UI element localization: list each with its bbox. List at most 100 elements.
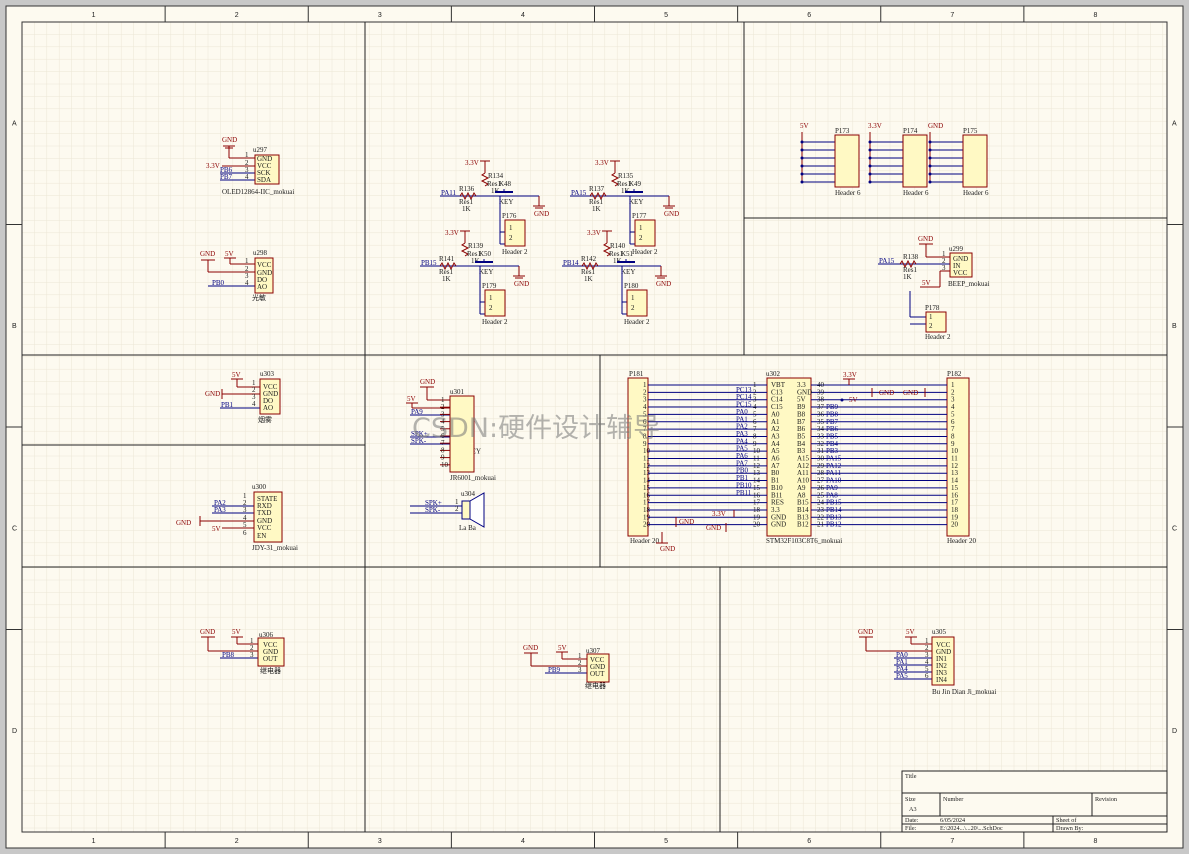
oled-num-2: 2 xyxy=(245,159,249,167)
relay2-module[interactable]: GND 5V PB9 u307 VCC GND OUT 1 2 3 继电器 xyxy=(523,644,610,690)
header6-block[interactable]: GND123456P175Header 6 xyxy=(928,122,989,197)
mcu-left-pin-number: 1 xyxy=(753,381,757,389)
mcu-left-net: PA6 xyxy=(736,452,748,460)
key-switch-ref: K48 xyxy=(499,180,512,188)
oled-vcc-label: 3.3V xyxy=(206,162,220,170)
section-dividers xyxy=(22,22,1167,832)
voice-vcc-label: 5V xyxy=(407,395,416,403)
mcu-left-pin-label: A5 xyxy=(771,447,780,455)
bt-pin-2: RXD xyxy=(257,502,272,510)
beep-num-3: 3 xyxy=(942,264,946,272)
oled-num-1: 1 xyxy=(245,151,249,159)
light-num-1: 1 xyxy=(245,257,249,265)
mcu-right-net: PA9 xyxy=(826,484,838,492)
mcu-right-pin-number: 31 xyxy=(817,447,825,455)
speaker-name: La Ba xyxy=(459,524,477,532)
light-sensor-module[interactable]: GND 5V PB0 u298 VCC GND DO AO 1 2 3 4 光敏 xyxy=(200,249,274,302)
key-gnd-label: GND xyxy=(664,210,679,218)
p182-pin-number: 1 xyxy=(951,381,955,389)
speaker[interactable]: SPK+ SPK- u304 La Ba 1 2 xyxy=(410,490,485,532)
mcu-left-pin-label: C15 xyxy=(771,403,783,411)
watermark: CSDN:硬件设计辅导 xyxy=(412,413,660,444)
smoke-gnd-label: GND xyxy=(205,390,220,398)
p182-pin-number: 13 xyxy=(951,469,959,477)
stepper-body xyxy=(931,636,955,686)
mcu-left-pin-label: A3 xyxy=(771,432,780,440)
mcu-left-pin-label: A6 xyxy=(771,455,780,463)
voice-pin-number: 3 xyxy=(441,410,445,418)
mcu-right-pin-number: 28 xyxy=(817,469,825,477)
oled-pin-4: SDA xyxy=(257,176,271,184)
smoke-ref: u303 xyxy=(260,370,275,378)
mcu-right-pin-number: 27 xyxy=(817,477,825,485)
key-header-ref: P179 xyxy=(482,282,497,290)
key-circuit[interactable]: 3.3VR139Res1K501KPB15R141Res11KKEYGNDP17… xyxy=(420,229,529,326)
mcu-right-net: PB15 xyxy=(826,499,842,507)
smoke-sensor-module[interactable]: 5V GND PB1 u303 VCC GND DO AO 1 2 3 4 烟雾 xyxy=(205,370,281,424)
mcu-right-pin-label: B4 xyxy=(797,440,806,448)
beep-num-1: 1 xyxy=(942,250,946,258)
row-marker-right: C xyxy=(1172,525,1177,532)
mcu-right-net: PB5 xyxy=(826,432,839,440)
oled-module[interactable]: GND 3.3V PB6 PB7 u297 GND VCC SCK SDA 1 … xyxy=(206,136,294,196)
mcu-gnd-left-label: GND xyxy=(706,524,721,532)
mcu-right-pin-label: B12 xyxy=(797,521,809,529)
key-header-name: Header 2 xyxy=(624,318,650,326)
mcu-left-pin-label: A4 xyxy=(771,440,780,448)
voice-net-spkn: SPK- xyxy=(411,437,427,445)
key-circuit[interactable]: 3.3VR135Res1K491KPA15R137Res11KKEYGNDP17… xyxy=(570,159,679,256)
key-header-pin-2: 2 xyxy=(631,304,635,312)
key-net: PA15 xyxy=(571,189,587,197)
voice-module[interactable]: GND 5V PA9 SPK+ SPK- 1GND2VCC3RX4TX5BUSY… xyxy=(406,378,496,482)
key-switch-label: KEY xyxy=(499,198,513,206)
mcu-right-pin-label: A8 xyxy=(797,491,806,499)
p182-pin-number: 8 xyxy=(951,432,955,440)
relay2-num-3: 3 xyxy=(578,666,582,674)
stepper-module[interactable]: GND 5V PA0 PA1 PA4 PA5 u305 VCC GND IN1 … xyxy=(858,628,996,696)
key-switch-label: KEY xyxy=(479,268,493,276)
key-switch-label: KEY xyxy=(629,198,643,206)
key-pullup-ref: R134 xyxy=(488,172,504,180)
p181-pin-number: 16 xyxy=(643,491,651,499)
p181-gnd-label: GND xyxy=(679,518,694,526)
mcu-right-net: PB13 xyxy=(826,513,842,521)
smoke-num-4: 4 xyxy=(252,400,256,408)
speaker-pin-2: 2 xyxy=(455,505,459,513)
mcu-3v3-left-label: 3.3V xyxy=(712,510,726,518)
key-gnd-label: GND xyxy=(514,280,529,288)
key-series-value: 1K xyxy=(584,275,593,283)
col-marker-top: 7 xyxy=(950,12,954,19)
p182-pin-number: 18 xyxy=(951,506,959,514)
p182-pin-number: 6 xyxy=(951,418,955,426)
mcu-left-pin-number: 4 xyxy=(753,403,757,411)
stepper-pin-4: IN2 xyxy=(936,662,947,670)
voice-net-rx: PA9 xyxy=(411,408,423,416)
p181-pin-number: 20 xyxy=(643,521,651,529)
mcu-left-pin-number: 8 xyxy=(753,432,757,440)
mcu-right-pin-number: 26 xyxy=(817,484,825,492)
key-circuit[interactable]: 3.3VR134Res1K481KPA11R136Res11KKEYGNDP17… xyxy=(440,159,549,256)
speaker-coil xyxy=(461,500,471,520)
bluetooth-module[interactable]: PA2 PA3 GND 5V STATE RXD TXD GND VCC EN … xyxy=(176,483,298,552)
beep-module[interactable]: GND PA15 R138 Res1 1K 5V u299 GND IN VCC… xyxy=(878,235,990,341)
mcu-right-pin-number: 25 xyxy=(817,491,825,499)
relay1-module[interactable]: GND 5V PB8 u306 VCC GND OUT 1 2 3 继电器 xyxy=(200,628,285,675)
p181-body xyxy=(627,377,649,537)
mcu-left-net: PA4 xyxy=(736,437,748,445)
header6-power-label: 5V xyxy=(800,122,809,130)
mcu-left-pin-number: 13 xyxy=(753,469,761,477)
row-marker-left: D xyxy=(12,728,17,735)
header6-block[interactable]: 3.3V123456P174Header 6 xyxy=(868,122,929,197)
bt-vcc-label: 5V xyxy=(212,525,221,533)
tb-date-label: Date: xyxy=(905,817,919,824)
oled-net-scl: PB6 xyxy=(220,166,233,174)
header6-block[interactable]: 5V123456P173Header 6 xyxy=(800,122,861,197)
mcu-left-pin-label: B0 xyxy=(771,469,780,477)
stepper-num-6: 6 xyxy=(925,672,929,680)
key-circuit[interactable]: 3.3VR140Res1K511KPB14R142Res11KKEYGNDP18… xyxy=(562,229,671,326)
header6-ref: P173 xyxy=(835,127,850,135)
p182-pin-number: 2 xyxy=(951,388,955,396)
p181-pin-number: 12 xyxy=(643,462,651,470)
beep-header-body xyxy=(925,311,947,333)
p181-pin-number: 1 xyxy=(643,381,647,389)
